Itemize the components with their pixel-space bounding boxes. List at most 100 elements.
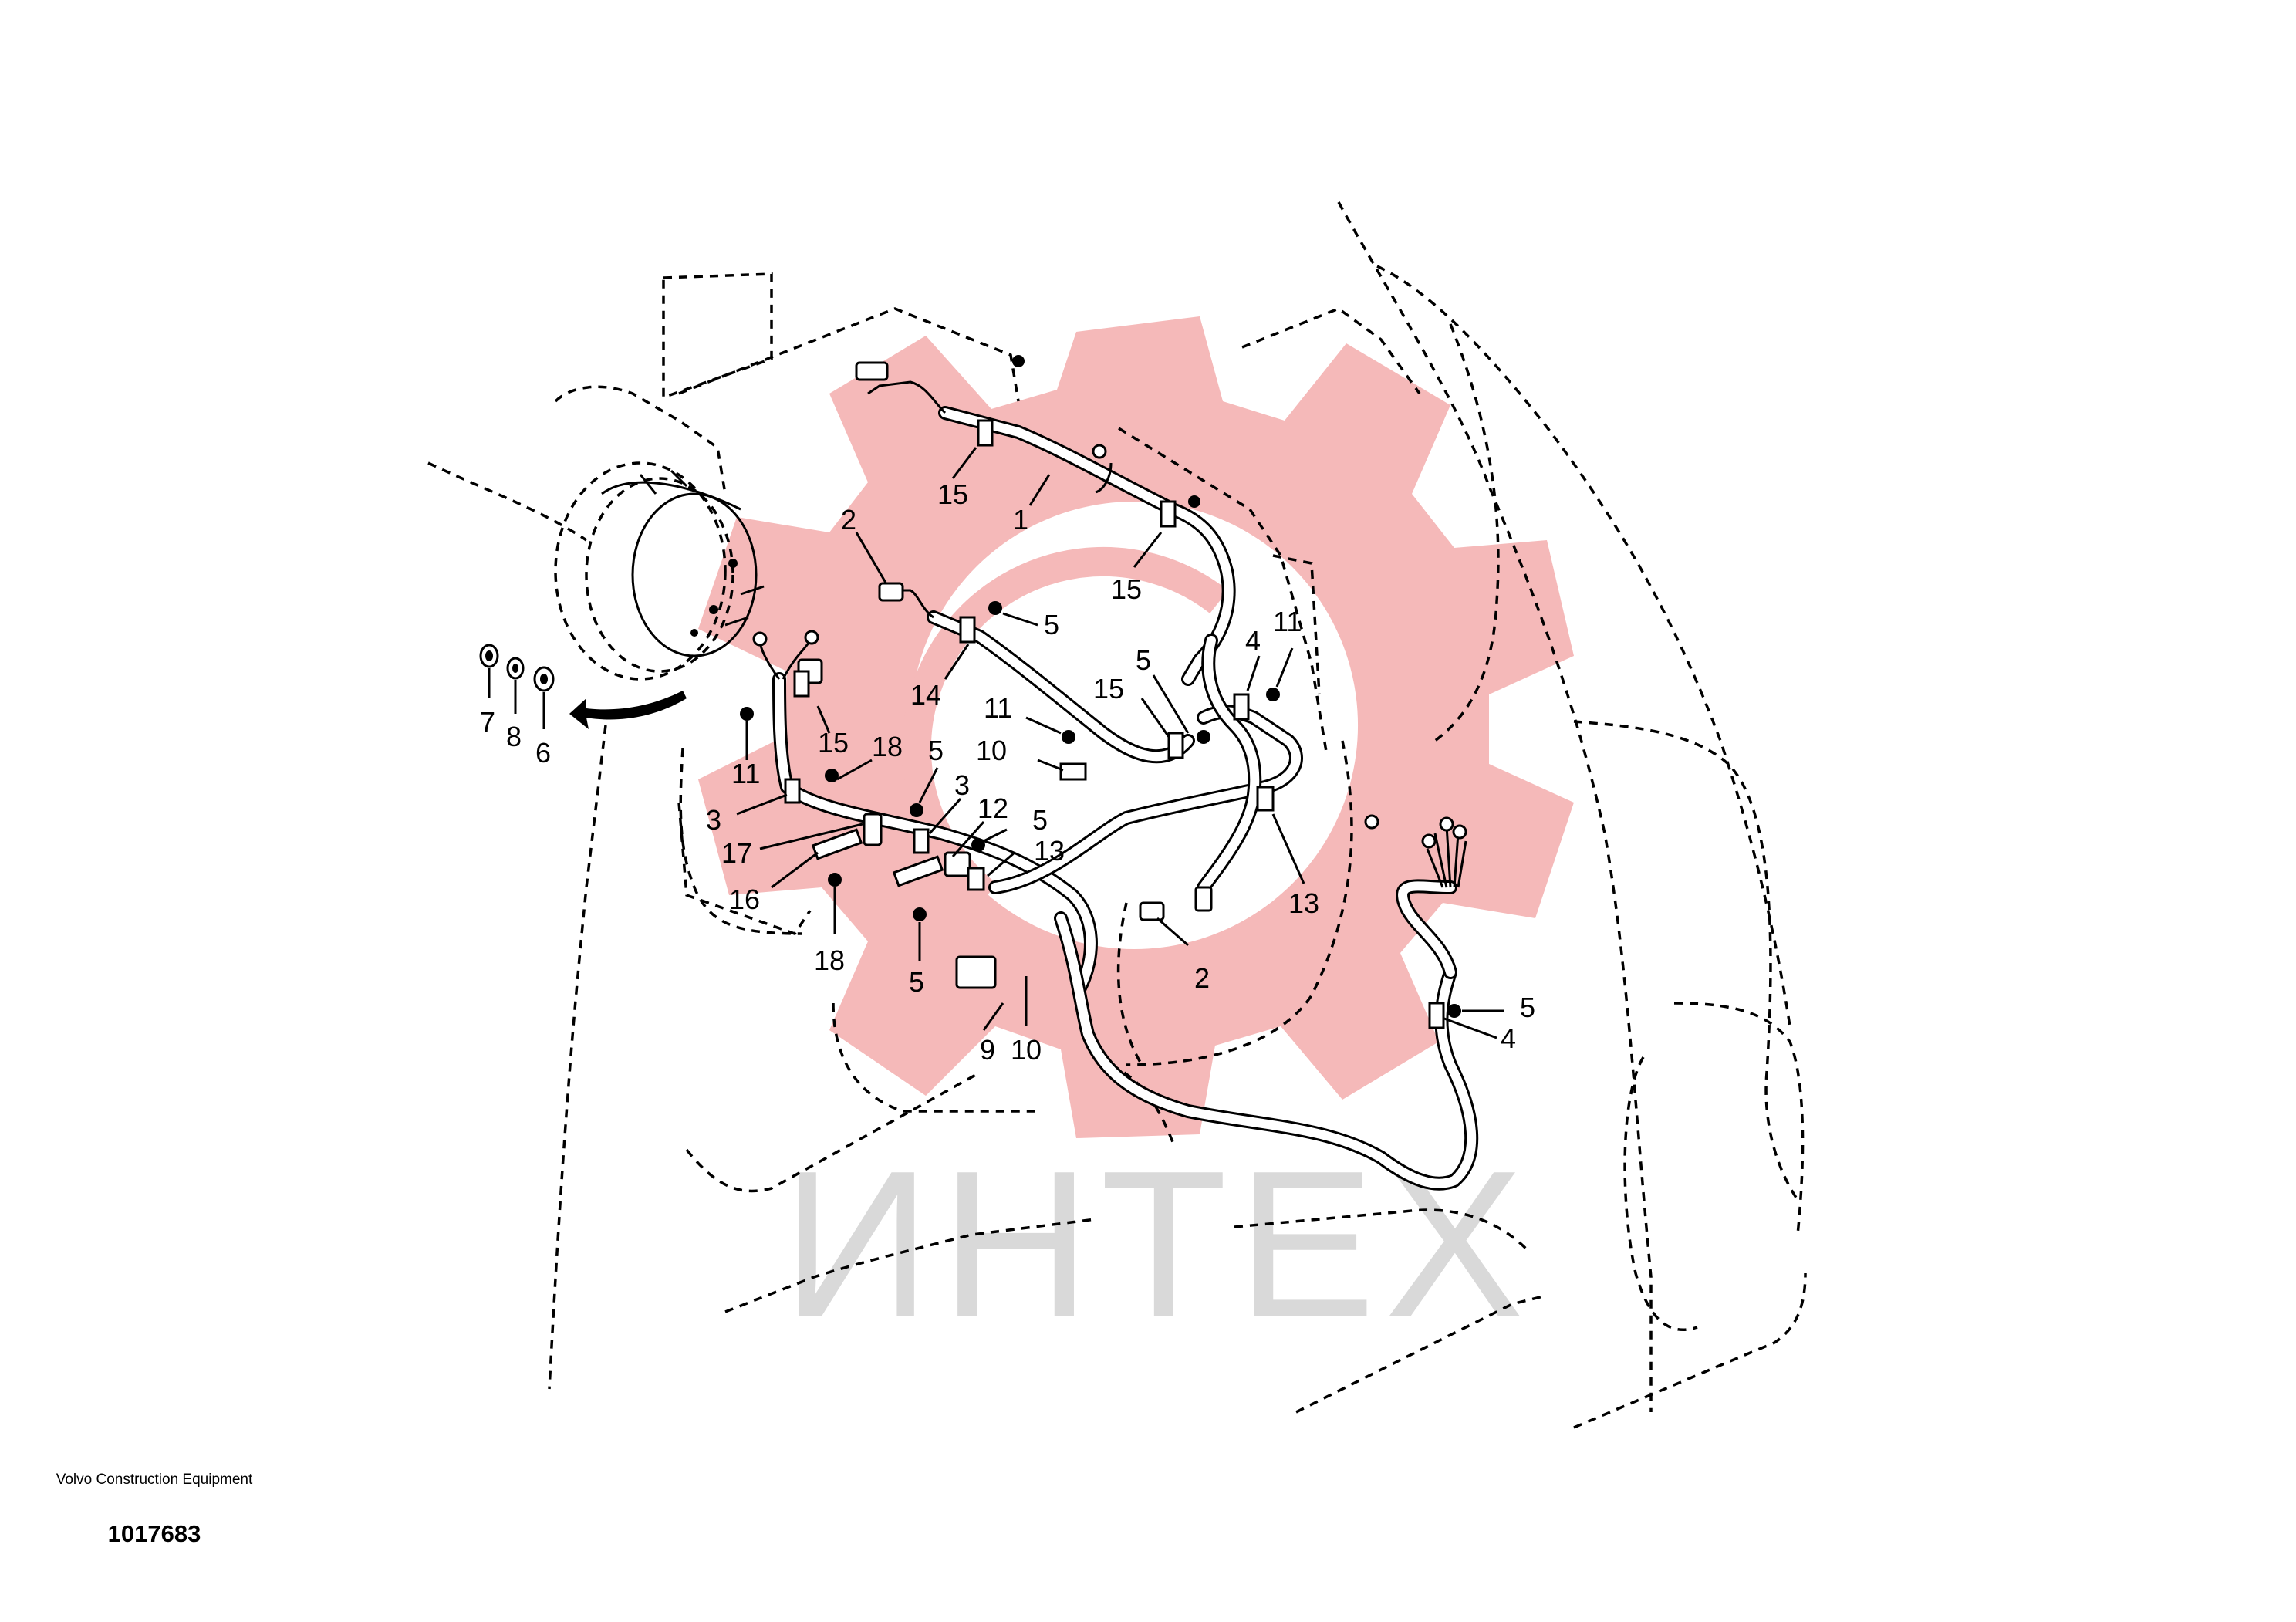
alternator-pin: [639, 469, 688, 495]
clamp-14-icon: [959, 616, 976, 644]
catalog-number: 1017683: [107, 1520, 201, 1547]
rear-frame: [832, 1002, 1042, 1113]
ring-terminal-b-icon: [804, 630, 819, 645]
leader-13a: [987, 851, 1015, 877]
callout-5: 5: [1044, 609, 1059, 640]
callout-18: 18: [814, 944, 845, 976]
callout-6: 6: [535, 737, 551, 769]
lower-housing: [679, 748, 803, 935]
leader-4a: [1246, 655, 1261, 691]
ring-terminal-a-icon: [752, 631, 768, 647]
leader-5b: [1152, 674, 1190, 734]
callout-7: 7: [480, 706, 495, 738]
install-arrow-icon: [569, 691, 687, 729]
long-harness-cable-inner: [1056, 914, 1477, 1188]
callout-15: 15: [1093, 673, 1124, 705]
bolt-5f-icon: [1447, 1004, 1461, 1018]
leader-15c: [1140, 698, 1170, 738]
leaders: [736, 447, 1504, 1039]
frame-lower-left: [548, 725, 607, 1390]
right-box-2: [1272, 554, 1321, 695]
callout-5: 5: [1520, 992, 1535, 1023]
right-lower: [1573, 1272, 1807, 1429]
bolt-5b-icon: [1197, 730, 1210, 744]
leader-3a: [736, 793, 788, 816]
right-harness-cable-inner: [1398, 881, 1455, 977]
ring-terminal-d-icon: [1421, 833, 1437, 849]
connector-9-icon: [955, 955, 997, 989]
alternator-terminal-3: [690, 629, 698, 637]
callout-10: 10: [1011, 1034, 1042, 1066]
leader-18a: [836, 759, 873, 781]
alternator-terminal-2: [709, 605, 718, 614]
leader-12: [951, 821, 985, 857]
callout-12: 12: [977, 792, 1008, 824]
bolt-11a-icon: [740, 707, 754, 721]
alternator-bracket: [554, 385, 727, 495]
clamp-10-icon: [1059, 762, 1087, 781]
washer-8-hole: [512, 664, 518, 673]
callout-18: 18: [872, 731, 903, 762]
nut-7-hole: [485, 650, 493, 661]
clamp-4b-icon: [1428, 1002, 1445, 1029]
leader-2a: [855, 532, 887, 583]
bolt-5d-icon: [971, 838, 985, 852]
frame-bottom: [685, 1071, 981, 1193]
leader-15d: [816, 705, 831, 734]
bolt-11c-icon: [1266, 688, 1280, 701]
right-door: [1623, 1056, 1698, 1331]
alternator-assembly: [554, 461, 765, 681]
callout-9: 9: [980, 1034, 995, 1066]
clamp-3b-icon: [913, 828, 930, 854]
leader-11b: [1025, 716, 1062, 735]
watermark-text: ИНТЕХ: [782, 1128, 1533, 1360]
tank-top: [662, 272, 773, 400]
cab-rear-outline: [1376, 265, 1791, 1027]
bottom-lower: [1295, 1295, 1544, 1414]
connector-top-icon: [855, 361, 889, 381]
leader-3b: [928, 798, 962, 834]
callout-11: 11: [731, 758, 760, 789]
bolt-18a-icon: [825, 769, 839, 782]
leader-5c: [918, 767, 939, 803]
clamp-15a-icon: [977, 419, 994, 447]
nut-group: [479, 644, 687, 729]
bolt-top-icon: [1012, 355, 1025, 367]
center-loop: [1116, 902, 1143, 1066]
harness-1-branch: [1095, 462, 1113, 494]
callout-13: 13: [1288, 887, 1319, 919]
callout-16: 16: [729, 884, 760, 915]
right-lead-wires: [1426, 825, 1467, 888]
leader-4b: [1443, 1017, 1497, 1039]
callouts: 15 1 2 15 5 14 5 15 4 11 15 11 18 5 11 1…: [480, 478, 1535, 1066]
clamp-15d-icon: [1167, 732, 1184, 759]
main-harness-cable-inner: [775, 674, 1096, 992]
callout-5: 5: [928, 735, 944, 766]
ring-terminal-c-icon: [1364, 814, 1379, 830]
callout-5: 5: [1136, 644, 1151, 676]
callout-2: 2: [841, 504, 856, 536]
tank-box: [678, 307, 1020, 402]
clamp-3a-icon: [784, 778, 801, 804]
alternator-body: [631, 492, 758, 657]
alternator-bolt: [724, 585, 765, 627]
callout-4: 4: [1501, 1022, 1516, 1054]
callout-8: 8: [506, 721, 522, 752]
leader-2b: [1156, 917, 1189, 947]
ring-terminal-g-icon: [1092, 444, 1107, 459]
alternator-top: [601, 481, 741, 511]
leader-15a: [951, 447, 977, 479]
counter-panel: [1126, 740, 1353, 1066]
ring-terminal-f-icon: [1452, 824, 1467, 840]
leader-5d: [983, 828, 1008, 843]
leader-14: [944, 644, 970, 680]
bolt-5a-icon: [988, 601, 1002, 615]
counterweight-outline: [1573, 720, 1799, 1201]
callout-17: 17: [721, 837, 752, 869]
callout-1: 1: [1013, 504, 1028, 536]
alternator-terminal-1: [728, 559, 738, 568]
clamp-4a-icon: [1233, 693, 1250, 721]
frame-left-edge: [427, 461, 587, 542]
leader-10a: [1037, 759, 1064, 772]
